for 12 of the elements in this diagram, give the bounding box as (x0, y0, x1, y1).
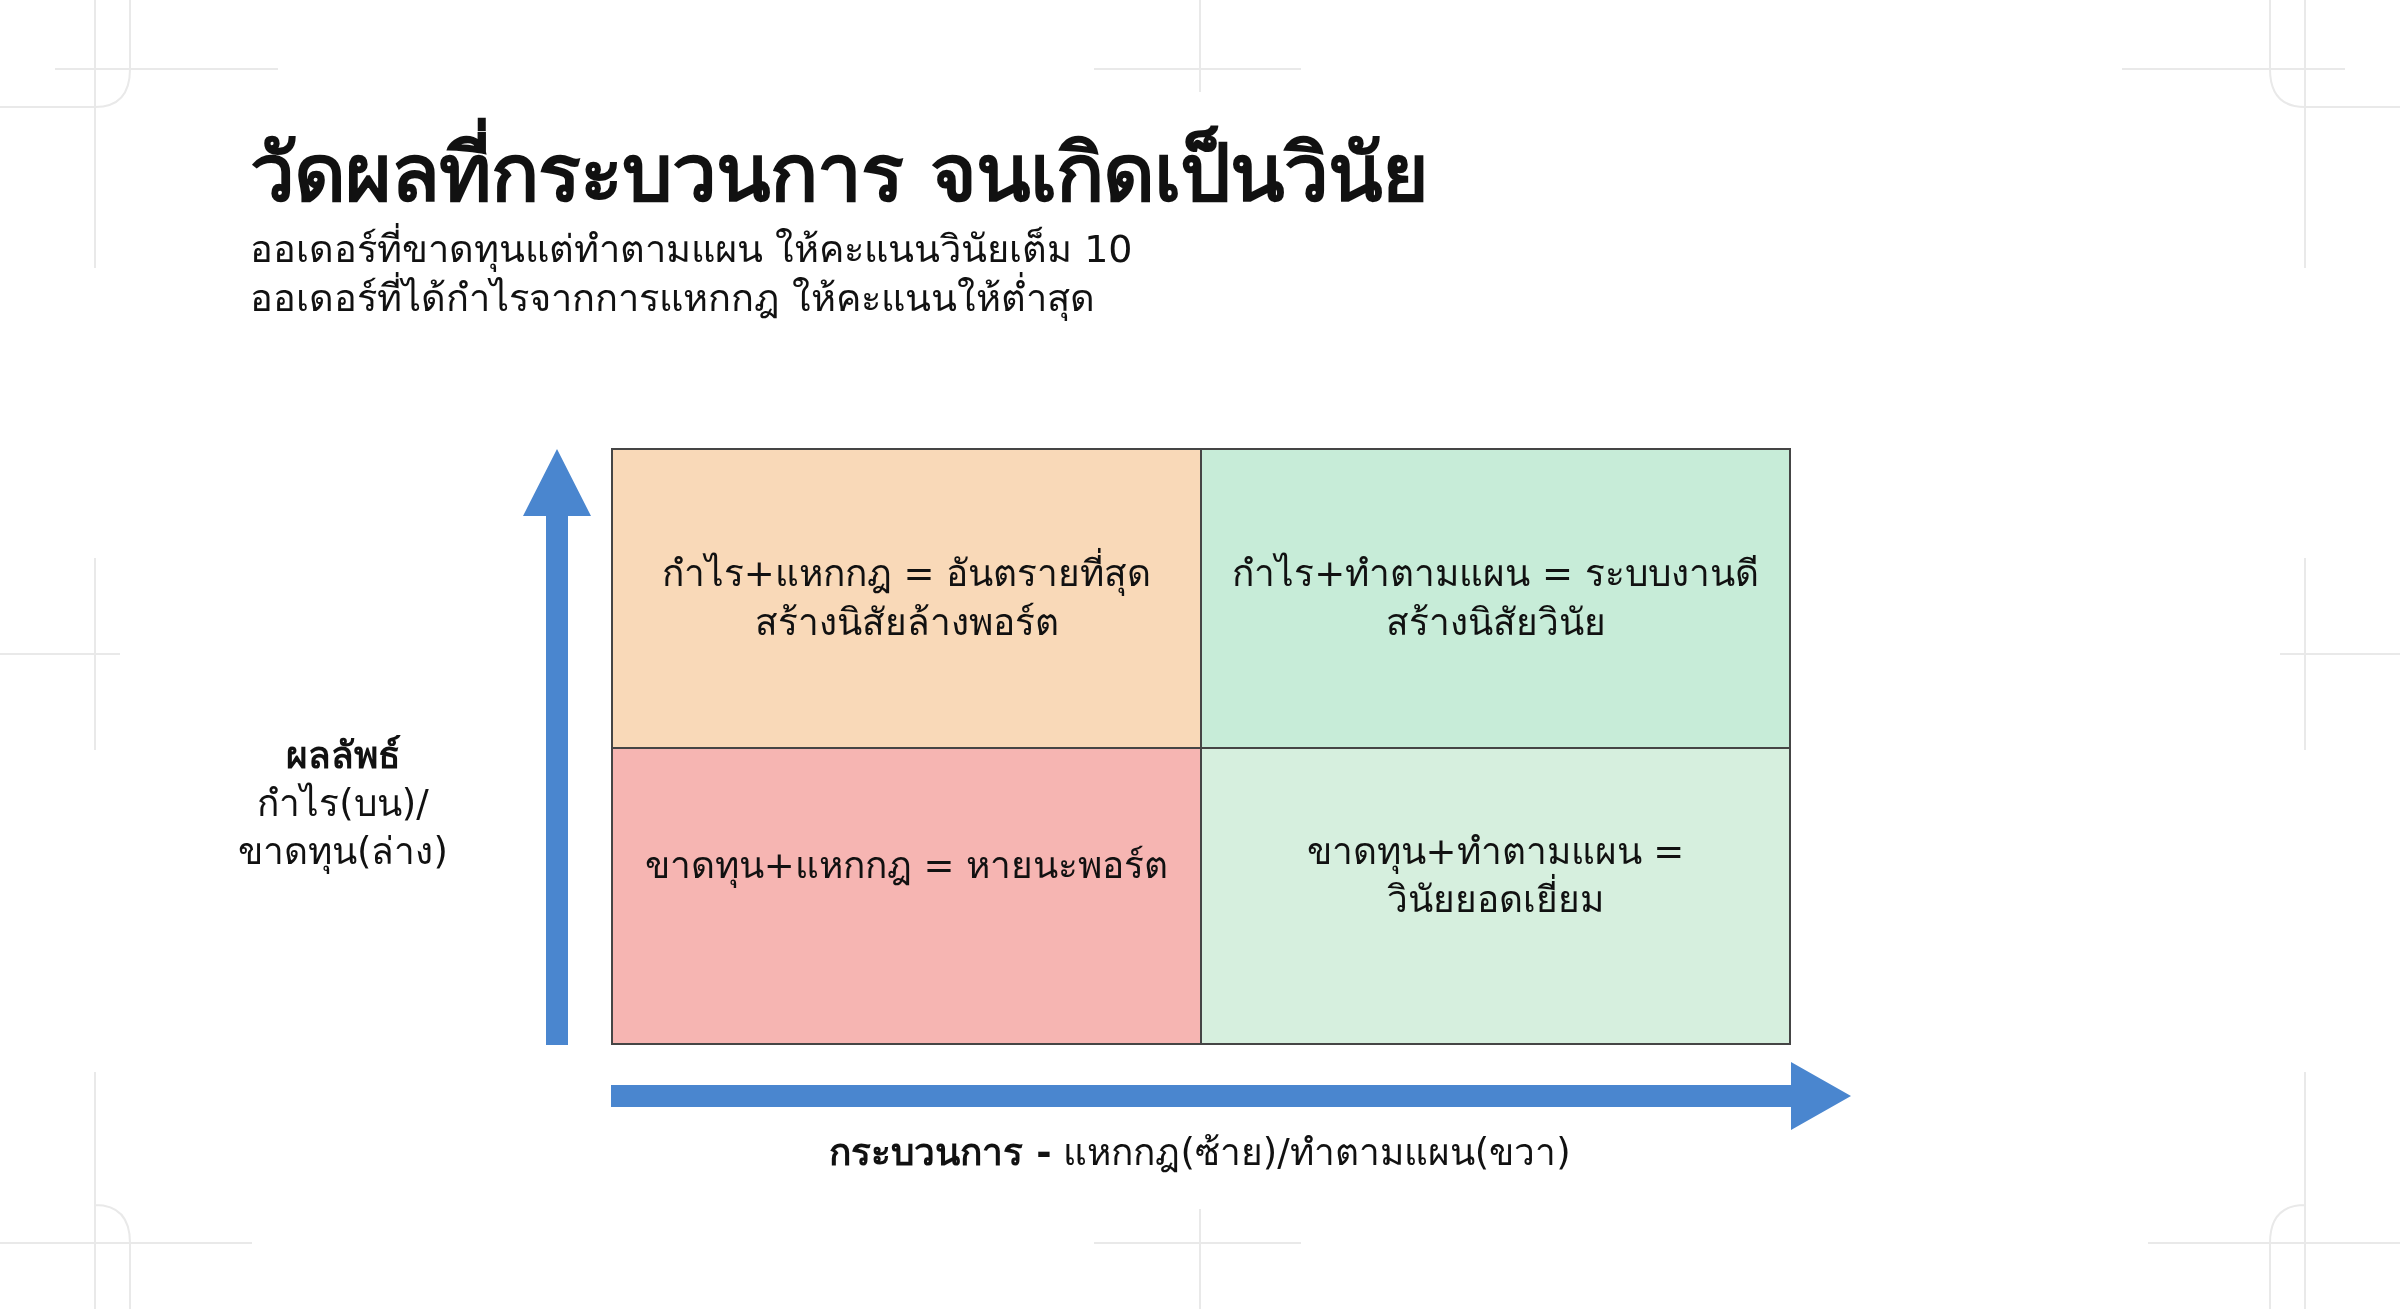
quadrant-box (1200, 448, 1791, 749)
quadrant-box (611, 448, 1202, 749)
quadrant-text: กำไร+ทำตามแผน = ระบบงานดี สร้างนิสัยวินัย (1231, 551, 1760, 646)
subtitle: ออเดอร์ที่ได้กำไรจากการแหกกฎ ให้คะแนนให้ต่ำสุด (250, 273, 1096, 325)
axis-title: ผลลัพธ์ (285, 733, 401, 780)
axis-label: กำไร(บน)/ขาดทุน(ล่าง) (237, 780, 449, 876)
axis-label: กระบวนการ - แหกกฎ(ซ้าย)/ทำตามแผน(ขวา) (829, 1130, 1571, 1177)
quadrant-box (611, 747, 1202, 1045)
quadrant-text: ขาดทุน+แหกกฎ = หายนะพอร์ต (644, 842, 1169, 890)
quadrant-text: กำไร+แหกกฎ = อันตรายที่สุด สร้างนิสัยล้างพอร์ต (656, 546, 1157, 651)
quadrant-box (1200, 747, 1791, 1045)
quadrant-text: ขาดทุน+ทำตามแผน = วินัยยอดเยี่ยม (1305, 828, 1686, 923)
